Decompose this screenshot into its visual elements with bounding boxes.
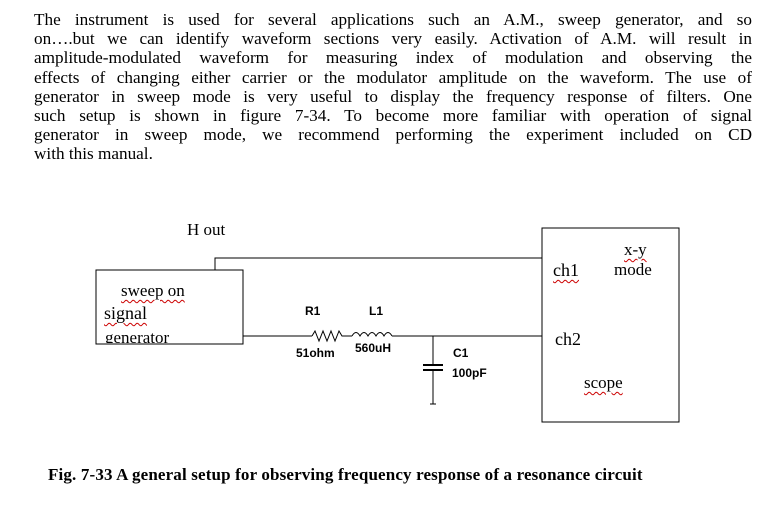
- scope-ch2-label: ch2: [555, 329, 581, 349]
- r1-value-label: 51ohm: [296, 346, 335, 360]
- scope-label-text: scope: [584, 373, 623, 392]
- generator-box: [95, 269, 244, 345]
- paragraph-line: generator in sweep mode, we recommend pe…: [34, 125, 752, 145]
- generator-label-word: sweep on: [121, 281, 185, 300]
- r1-name-label: R1: [305, 304, 321, 318]
- scope-ch1-text: ch1: [553, 260, 579, 280]
- h-out-wire: [214, 257, 542, 270]
- scope-box: [541, 227, 680, 423]
- paragraph-line: generator in sweep mode is very useful t…: [34, 86, 752, 106]
- paragraph-line: amplitude-modulated waveform for measuri…: [34, 48, 752, 68]
- h-out-label: H out: [187, 220, 226, 239]
- generator-label-clip: generator: [97, 326, 242, 343]
- scope-label: scope: [584, 373, 623, 393]
- body-paragraph: The instrument is used for several appli…: [34, 10, 752, 164]
- resistor-r1: [311, 329, 352, 343]
- generator-label-line1: sweep on: [121, 281, 185, 301]
- paragraph-line: with this manual.: [34, 144, 153, 164]
- scope-xy-text: x-y: [624, 240, 647, 259]
- generator-label-line3: generator: [105, 328, 170, 343]
- paragraph-line: effects of changing either carrier or th…: [34, 67, 752, 87]
- figure-caption: Fig. 7-33 A general setup for observing …: [48, 465, 643, 484]
- generator-label-line2: signal: [104, 303, 147, 324]
- l1-name-label: L1: [369, 304, 384, 318]
- generator-label-word: signal: [104, 303, 147, 323]
- c1-value-label: 100pF: [452, 366, 487, 380]
- c1-name-label: C1: [453, 346, 469, 360]
- scope-xy-label: x-y: [624, 240, 647, 260]
- paragraph-line: such setup is shown in figure 7-34. To b…: [34, 106, 752, 126]
- scope-mode-label: mode: [614, 260, 652, 279]
- paragraph-line: The instrument is used for several appli…: [34, 10, 752, 29]
- paragraph-line: on….but we can identify waveform section…: [34, 29, 752, 49]
- l1-value-label: 560uH: [355, 341, 392, 355]
- inductor-l1: [351, 332, 393, 338]
- scope-ch1-label: ch1: [553, 260, 579, 281]
